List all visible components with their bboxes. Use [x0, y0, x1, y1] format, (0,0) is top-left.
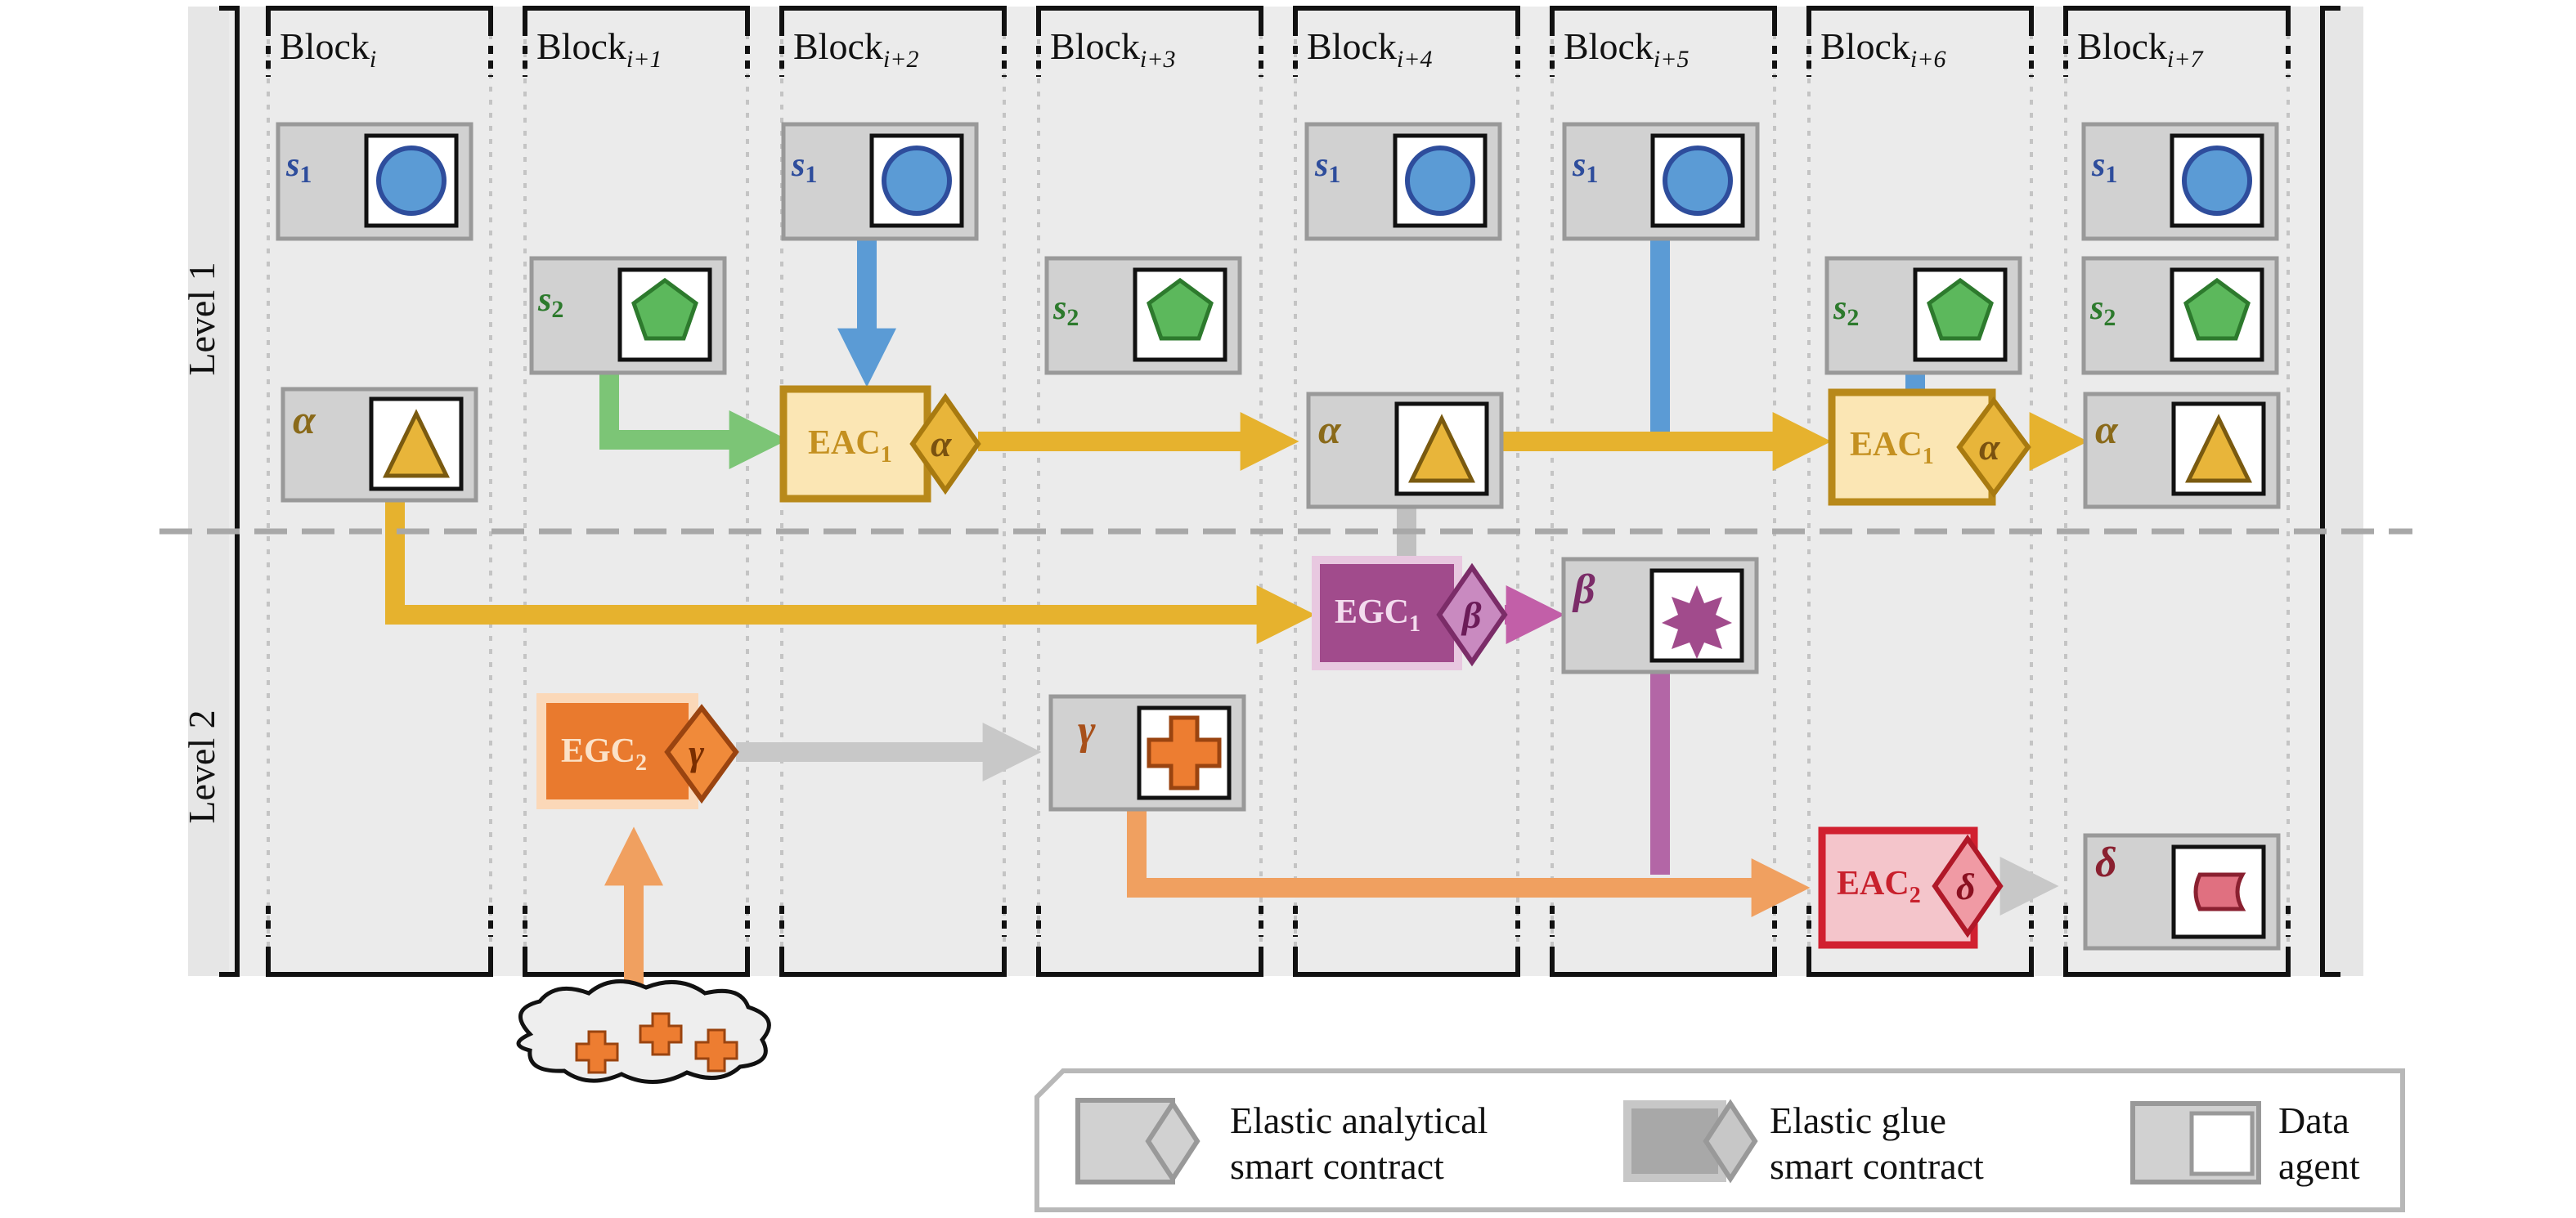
svg-text:s2: s2 [2089, 289, 2116, 331]
agent-s1-block-i2: s1 [781, 122, 979, 241]
block-title-5: Blocki+5 [1564, 25, 1689, 73]
agent-s2-block-i3: s2 [1044, 256, 1242, 375]
s2-pentagon-icon [2183, 277, 2251, 341]
beta-star-icon [1662, 585, 1732, 659]
s2-pentagon-icon [1147, 277, 1214, 341]
svg-text:α: α [1979, 426, 2001, 468]
agent-s1-block-i7: s1 [2081, 122, 2279, 241]
agent-s1-block-i4: s1 [1304, 122, 1502, 241]
svg-text:α: α [2095, 406, 2119, 452]
agent-delta-block-i7: δ [2083, 833, 2281, 951]
s1-circle-icon [2182, 146, 2252, 216]
gamma-cross-icon [1147, 715, 1222, 790]
outer-frame [188, 6, 2363, 977]
svg-text:smart contract: smart contract [1770, 1145, 1984, 1187]
contract-eac2-block-i6: EAC2 δ [1818, 826, 2004, 949]
block-column-3: Blocki+3 [1036, 6, 1263, 977]
legend-analytical-contract: Elastic analytical smart contract [1075, 1098, 1488, 1187]
svg-text:γ: γ [1078, 707, 1096, 754]
s1-circle-icon [376, 146, 447, 216]
block-column-1: Blocki+1 [523, 6, 750, 977]
right-bracket [2320, 6, 2340, 977]
svg-text:Elastic glue: Elastic glue [1770, 1099, 1946, 1141]
svg-text:agent: agent [2278, 1145, 2360, 1187]
svg-text:s2: s2 [537, 281, 563, 323]
svg-text:Elastic analytical: Elastic analytical [1230, 1099, 1488, 1141]
legend: Elastic analytical smart contract Elasti… [1034, 1068, 2405, 1212]
svg-text:Data: Data [2278, 1099, 2349, 1141]
svg-text:smart contract: smart contract [1230, 1145, 1444, 1187]
contract-eac1-block-i2: EAC1 α [779, 385, 981, 503]
contract-egc2-block-i1: EGC2 γ [536, 693, 739, 809]
delta-scroll-icon [2193, 872, 2246, 911]
svg-text:EAC2: EAC2 [1837, 865, 1921, 908]
connectors [385, 239, 2089, 1001]
legend-data-agent: Data agent [2130, 1099, 2360, 1187]
svg-text:s1: s1 [2091, 146, 2117, 188]
block-title-0: Blocki [280, 25, 376, 73]
agent-beta-block-i5: β [1561, 557, 1759, 674]
agent-s1-block-i: s1 [276, 122, 473, 241]
svg-text:EGC1: EGC1 [1335, 593, 1420, 637]
agent-alpha-block-i4: α [1306, 392, 1504, 509]
contract-egc1-block-i4: EGC1 β [1312, 556, 1508, 670]
block-title-6: Blocki+6 [1820, 25, 1945, 73]
level-1-label: Level 1 [181, 262, 222, 375]
svg-text:s1: s1 [791, 146, 817, 188]
svg-text:α: α [931, 423, 953, 464]
arrow-s2-to-eac1 [599, 372, 788, 469]
external-data-cloud [516, 978, 771, 1084]
agent-s2-block-i7: s2 [2081, 256, 2279, 375]
block-title-2: Blocki+2 [793, 25, 918, 73]
agent-alpha-block-i7: α [2083, 392, 2281, 509]
data-cross-icon [694, 1028, 738, 1072]
svg-text:γ: γ [689, 732, 705, 773]
svg-text:EGC2: EGC2 [561, 732, 647, 776]
agent-alpha-block-i: α [280, 387, 478, 503]
svg-text:s1: s1 [1572, 146, 1598, 188]
block-title-4: Blocki+4 [1307, 25, 1432, 73]
alpha-triangle-icon [1408, 414, 1475, 483]
block-title-3: Blocki+3 [1050, 25, 1175, 73]
s2-pentagon-icon [1927, 277, 1994, 341]
alpha-triangle-icon [2185, 414, 2252, 483]
svg-text:β: β [1572, 566, 1595, 613]
legend-glue-contract: Elastic glue smart contract [1623, 1099, 1984, 1187]
s1-circle-icon [1663, 146, 1733, 216]
svg-text:s2: s2 [1833, 289, 1859, 331]
agent-gamma-block-i3: γ [1048, 694, 1246, 812]
level-2-label: Level 2 [181, 710, 222, 823]
s2-pentagon-icon [631, 277, 698, 341]
svg-text:α: α [293, 396, 316, 442]
block-title-7: Blocki+7 [2077, 25, 2204, 73]
left-bracket [219, 6, 240, 977]
svg-text:s1: s1 [1314, 146, 1340, 188]
svg-text:EAC1: EAC1 [1850, 426, 1934, 469]
svg-text:EAC1: EAC1 [808, 424, 892, 468]
arrow-gamma-to-eac2 [1127, 809, 1811, 917]
contract-eac1-block-i6: EAC1 α [1828, 388, 2031, 506]
block-title-1: Blocki+1 [536, 25, 662, 73]
svg-text:β: β [1461, 594, 1482, 636]
svg-text:δ: δ [1956, 866, 1976, 907]
svg-text:α: α [1318, 406, 1342, 452]
svg-text:δ: δ [2095, 840, 2117, 886]
svg-text:s1: s1 [285, 146, 312, 188]
s1-circle-icon [882, 146, 952, 216]
alpha-triangle-icon [383, 409, 450, 478]
agent-s2-block-i1: s2 [529, 256, 727, 375]
data-cross-icon [575, 1030, 619, 1074]
arrow-alpha-to-egc1 [385, 500, 1316, 644]
data-cross-icon [639, 1012, 683, 1056]
svg-text:s2: s2 [1052, 289, 1079, 331]
s1-circle-icon [1405, 146, 1475, 216]
agent-s2-block-i6: s2 [1824, 256, 2022, 375]
agent-s1-block-i5: s1 [1562, 122, 1760, 241]
